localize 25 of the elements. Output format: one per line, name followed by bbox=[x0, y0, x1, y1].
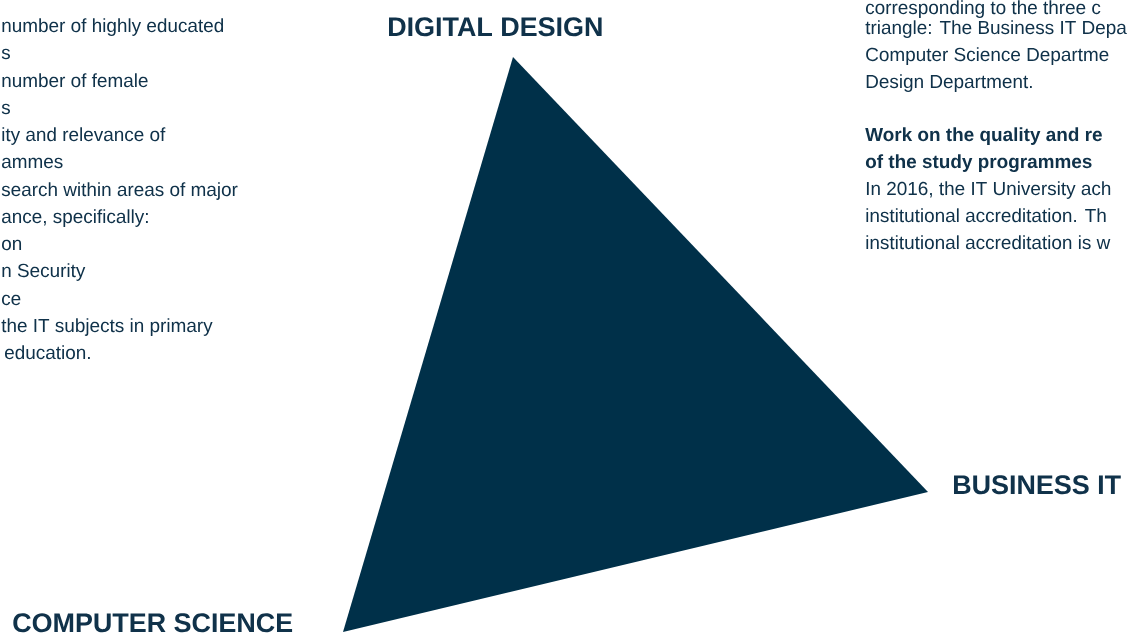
text-line: number of female bbox=[2, 73, 148, 88]
text-line: ammes bbox=[2, 157, 63, 169]
text-line: ance, specifically: bbox=[2, 209, 148, 227]
corner-label: BUSINESS IT bbox=[954, 475, 1121, 495]
text-line: s bbox=[1, 103, 10, 115]
text-line: s bbox=[1, 48, 10, 60]
text-line: corresponding to the three c bbox=[866, 0, 1101, 18]
text-line: number of highly educated bbox=[2, 18, 223, 36]
corner-label: COMPUTER SCIENCE bbox=[13, 613, 293, 633]
text-line: Design Department. bbox=[866, 74, 1032, 92]
text-line: search within areas of major bbox=[1, 182, 238, 200]
text-line: on bbox=[2, 239, 22, 251]
text-line: institutional accreditation is w bbox=[866, 235, 1111, 250]
heading-line: Work on the quality and re bbox=[865, 127, 1102, 145]
heading-line: of the study programmes bbox=[865, 154, 1092, 172]
text-line: Computer Science Departme bbox=[866, 47, 1109, 65]
text-line: In 2016, the IT University ach bbox=[866, 181, 1111, 199]
text-line: the IT subjects in primary bbox=[1, 318, 213, 336]
text-line: n Security bbox=[2, 263, 86, 281]
text-line: ity and relevance of bbox=[2, 127, 166, 145]
text-line: ce bbox=[2, 294, 21, 306]
text-line: triangle: The Business IT Depa bbox=[865, 20, 1127, 38]
text-line: institutional accreditation. Th bbox=[866, 208, 1106, 223]
corner-label: DIGITAL DESIGN bbox=[389, 17, 602, 37]
text-line: education. bbox=[5, 345, 90, 360]
